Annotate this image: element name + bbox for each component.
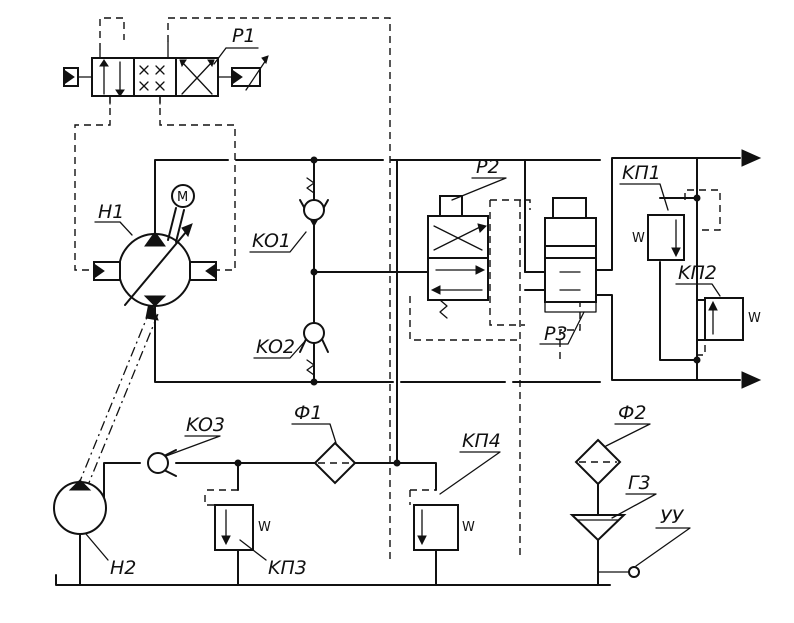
label-f2: Ф2 <box>618 402 646 424</box>
label-kp2: KП2 <box>678 262 717 284</box>
outlet-arrow-bottom <box>741 371 762 389</box>
label-p1: P1 <box>232 25 256 47</box>
svg-text:W: W <box>632 231 645 246</box>
label-kp1: KП1 <box>622 162 661 184</box>
pilot-lines <box>74 17 721 560</box>
label-h1: H1 <box>98 201 124 223</box>
motor-icon <box>171 184 195 208</box>
label-kp3: KП3 <box>268 557 307 579</box>
valve-p2 <box>427 195 489 319</box>
relief-valve-kp3: W <box>214 504 271 551</box>
label-ko3: KO3 <box>186 414 225 436</box>
suction-circuit <box>55 462 640 586</box>
check-valve-ko1 <box>299 177 329 226</box>
svg-text:W: W <box>462 520 475 535</box>
label-ko1: KO1 <box>252 230 291 252</box>
relief-valve-kp1: W <box>632 214 685 261</box>
label-uu: УУ <box>660 506 685 528</box>
label-p2: P2 <box>476 156 500 178</box>
outlet-arrow-top <box>741 149 762 167</box>
filter-f1 <box>313 441 357 485</box>
tank-g3 <box>569 514 627 542</box>
uu-connector <box>628 566 640 578</box>
label-g3: Г3 <box>628 472 651 494</box>
motor-label: M <box>177 190 188 205</box>
svg-text:W: W <box>748 311 761 326</box>
mechanical-link <box>77 309 159 491</box>
label-p3: P3 <box>544 323 568 345</box>
label-h2: H2 <box>110 557 136 579</box>
junctions <box>234 156 701 467</box>
label-kp4: KП4 <box>462 430 501 452</box>
svg-text:W: W <box>258 520 271 535</box>
leader-lines <box>85 47 721 567</box>
relief-valve-kp2: W <box>704 297 761 341</box>
relief-valve-kp4: W <box>413 504 475 551</box>
label-f1: Ф1 <box>294 402 322 424</box>
label-ko2: KO2 <box>256 336 295 358</box>
valve-p1 <box>63 41 269 105</box>
pump-h1 <box>93 184 217 307</box>
valve-p3 <box>544 197 597 313</box>
pump-h2 <box>53 479 107 535</box>
filter-f2 <box>574 438 622 491</box>
check-valve-ko3 <box>147 449 177 477</box>
